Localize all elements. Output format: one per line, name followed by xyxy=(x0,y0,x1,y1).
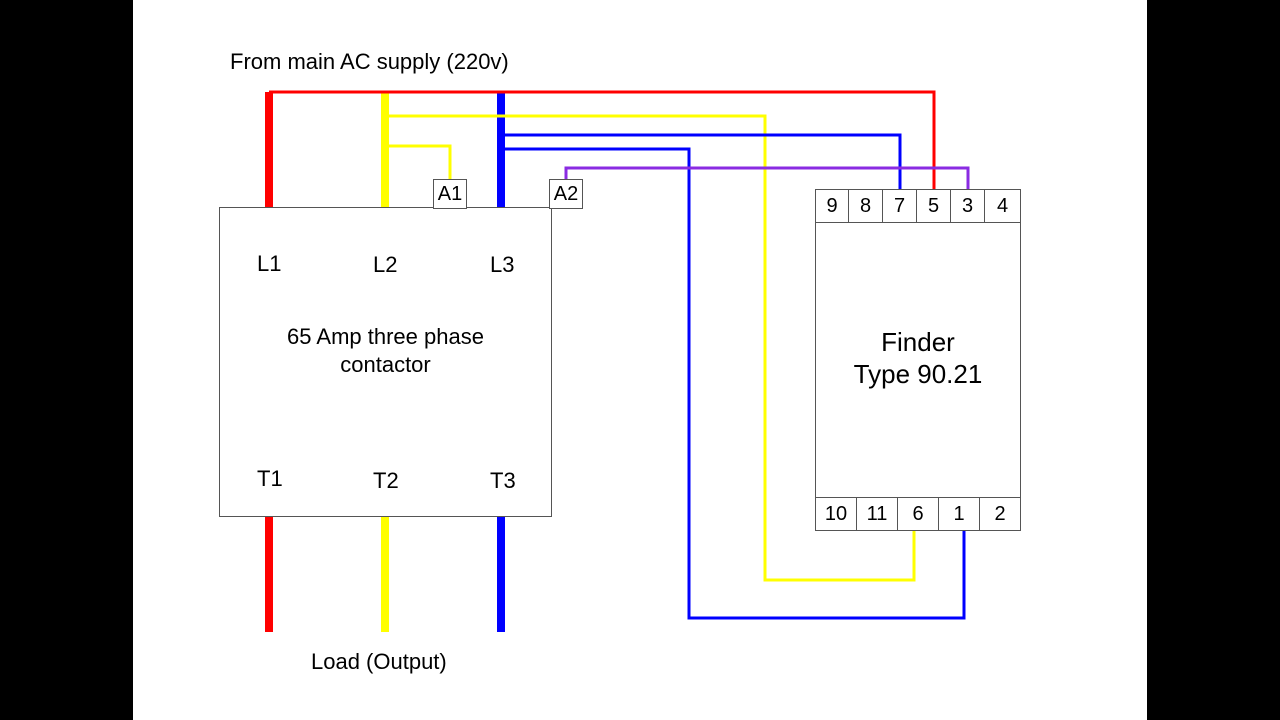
relay-pin-5: 5 xyxy=(916,189,951,223)
relay-title-line1: Finder xyxy=(881,327,955,357)
relay-pin-10: 10 xyxy=(815,497,857,531)
wire-l3-to-pin1 xyxy=(501,147,966,620)
supply-label: From main AC supply (220v) xyxy=(230,49,509,74)
relay-pin-4: 4 xyxy=(984,189,1021,223)
wire-l2-to-a1 xyxy=(385,144,452,180)
relay-pin-3: 3 xyxy=(950,189,985,223)
wire-l2-to-pin6 xyxy=(385,114,916,582)
relay-pin-9: 9 xyxy=(815,189,849,223)
relay-pin-11: 11 xyxy=(856,497,898,531)
relay-pin-2: 2 xyxy=(979,497,1021,531)
relay-box xyxy=(815,222,1021,498)
relay-title: Finder Type 90.21 xyxy=(815,326,1021,390)
relay-pin-7: 7 xyxy=(882,189,917,223)
contactor-input-l3: L3 xyxy=(490,252,515,277)
contactor-output-t3: T3 xyxy=(490,468,516,493)
coil-terminal-a1: A1 xyxy=(433,179,467,209)
contactor-input-l2: L2 xyxy=(373,252,398,277)
contactor-input-l1: L1 xyxy=(257,251,282,276)
contactor-output-t2: T2 xyxy=(373,468,399,493)
contactor-title: 65 Amp three phase contactor xyxy=(219,323,552,379)
diagram-canvas: From main AC supply (220v) Load (Output)… xyxy=(133,0,1147,720)
contactor-title-line1: 65 Amp three phase xyxy=(287,324,484,349)
load-label: Load (Output) xyxy=(311,649,447,674)
wire-l3-to-pin7 xyxy=(501,133,902,190)
relay-pin-1: 1 xyxy=(938,497,980,531)
coil-terminal-a2: A2 xyxy=(549,179,583,209)
contactor-box xyxy=(219,207,552,517)
wire-a2-to-pin3 xyxy=(564,166,970,190)
relay-title-line2: Type 90.21 xyxy=(853,359,983,389)
contactor-output-t1: T1 xyxy=(257,466,283,491)
wire-l1-to-pin5 xyxy=(269,90,936,190)
relay-pin-8: 8 xyxy=(848,189,883,223)
contactor-title-line2: contactor xyxy=(340,352,431,377)
wiring-svg xyxy=(265,90,970,632)
relay-pin-6: 6 xyxy=(897,497,939,531)
